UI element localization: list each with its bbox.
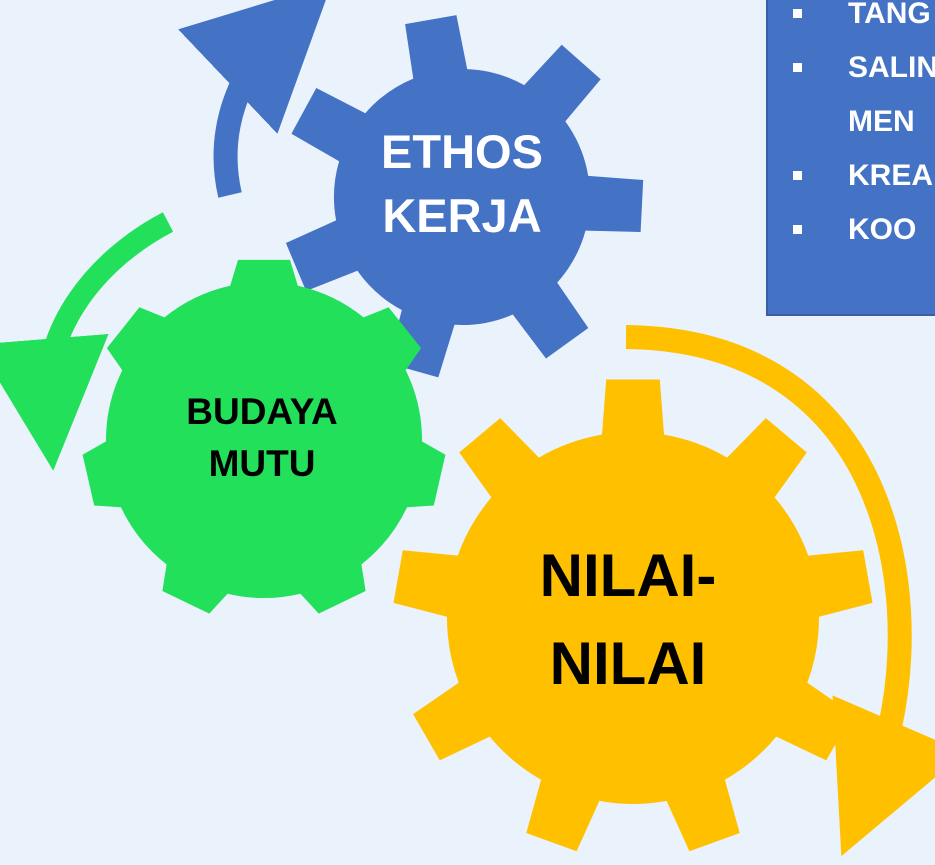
bullet-item-text: KREA	[848, 159, 934, 192]
values-bullet-list: TANG SALIN MEN KREA KOO	[768, 0, 935, 314]
bullet-item-text: SALIN	[848, 51, 935, 84]
bullet-square-icon	[793, 171, 802, 180]
budaya-gear-label-line2: MUTU	[209, 443, 316, 484]
blue-cycle-arrow	[178, 0, 333, 198]
ethos-kerja-gear	[285, 15, 644, 378]
bullet-item-text: TANG	[848, 0, 931, 30]
nilai-gear-label-line1: NILAI-	[540, 542, 717, 609]
ethos-gear-label-line1: ETHOS	[381, 125, 543, 178]
bullet-item-text: MEN	[848, 105, 915, 138]
nilai-gear-label-line2: NILAI	[550, 630, 707, 697]
budaya-gear-label-line1: BUDAYA	[186, 391, 338, 432]
values-bullet-box: TANG SALIN MEN KREA KOO	[766, 0, 935, 316]
bullet-square-icon	[793, 9, 802, 18]
budaya-mutu-gear	[82, 259, 446, 614]
bullet-item-text: KOO	[848, 213, 917, 246]
ethos-gear-label-line2: KERJA	[382, 189, 541, 242]
bullet-square-icon	[793, 63, 802, 72]
yellow-cycle-arrow	[625, 325, 935, 857]
green-cycle-arrow	[0, 212, 174, 471]
nilai-nilai-gear	[393, 379, 873, 852]
bullet-square-icon	[793, 225, 802, 234]
